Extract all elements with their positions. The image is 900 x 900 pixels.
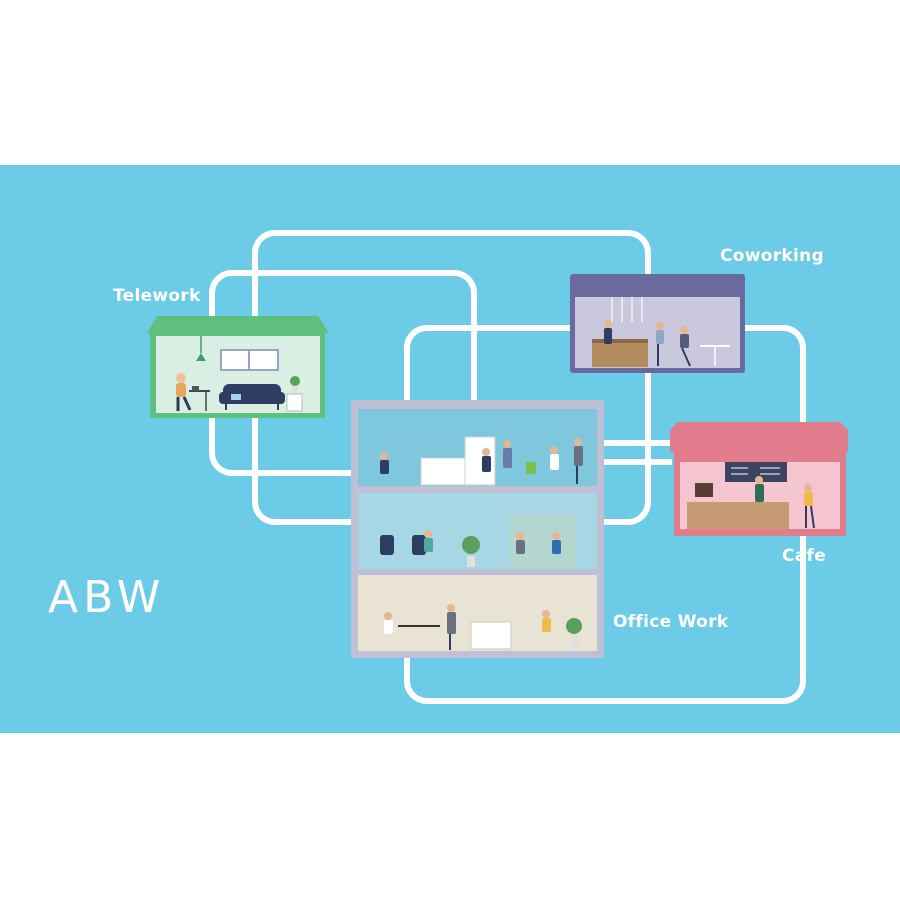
coworking-space: [570, 274, 745, 373]
plant-icon: [462, 536, 480, 567]
plant-icon: [566, 618, 582, 648]
side-shelf: [286, 393, 303, 412]
person-icon: [176, 373, 192, 411]
person-icon: [680, 326, 691, 367]
chair-icon: [380, 535, 426, 555]
cafe-shop: [670, 422, 848, 536]
person-icon: [552, 532, 561, 554]
person-icon: [447, 604, 456, 650]
house-icon: [147, 316, 329, 333]
menu-board-icon: [725, 462, 787, 482]
desk-icon: [700, 345, 730, 366]
person-icon: [755, 476, 764, 502]
person-icon: [384, 612, 393, 634]
coffee-machine-icon: [695, 483, 713, 497]
person-icon: [804, 484, 815, 529]
label-coworking: Coworking: [720, 246, 825, 266]
person-icon: [574, 438, 583, 484]
cabinet-icon: [470, 621, 512, 650]
pendant-light-icon: [611, 297, 643, 322]
person-icon: [550, 446, 559, 470]
person-icon: [516, 532, 525, 554]
cabinet-icon: [420, 436, 496, 486]
plant-icon: [290, 376, 300, 393]
lamp-icon: [196, 336, 206, 361]
person-icon: [424, 530, 433, 552]
person-icon: [482, 448, 491, 472]
desk-icon: [189, 386, 210, 411]
person-icon: [604, 320, 612, 344]
person-icon: [656, 322, 664, 366]
label-cafe: Cafe: [782, 546, 827, 566]
label-office-work: Office Work: [613, 612, 729, 632]
sofa-icon: [219, 384, 285, 410]
person-icon: [542, 610, 551, 632]
telework-house: [147, 316, 329, 418]
cafe-counter: [687, 502, 789, 529]
person-icon: [380, 452, 389, 474]
person-icon: [503, 440, 512, 468]
page-title: ABW: [48, 572, 166, 623]
chair-icon: [526, 462, 536, 474]
office-building: [351, 400, 604, 658]
label-telework: Telework: [113, 286, 201, 306]
counter-icon: [592, 342, 648, 367]
cafe-awning: [670, 430, 848, 452]
